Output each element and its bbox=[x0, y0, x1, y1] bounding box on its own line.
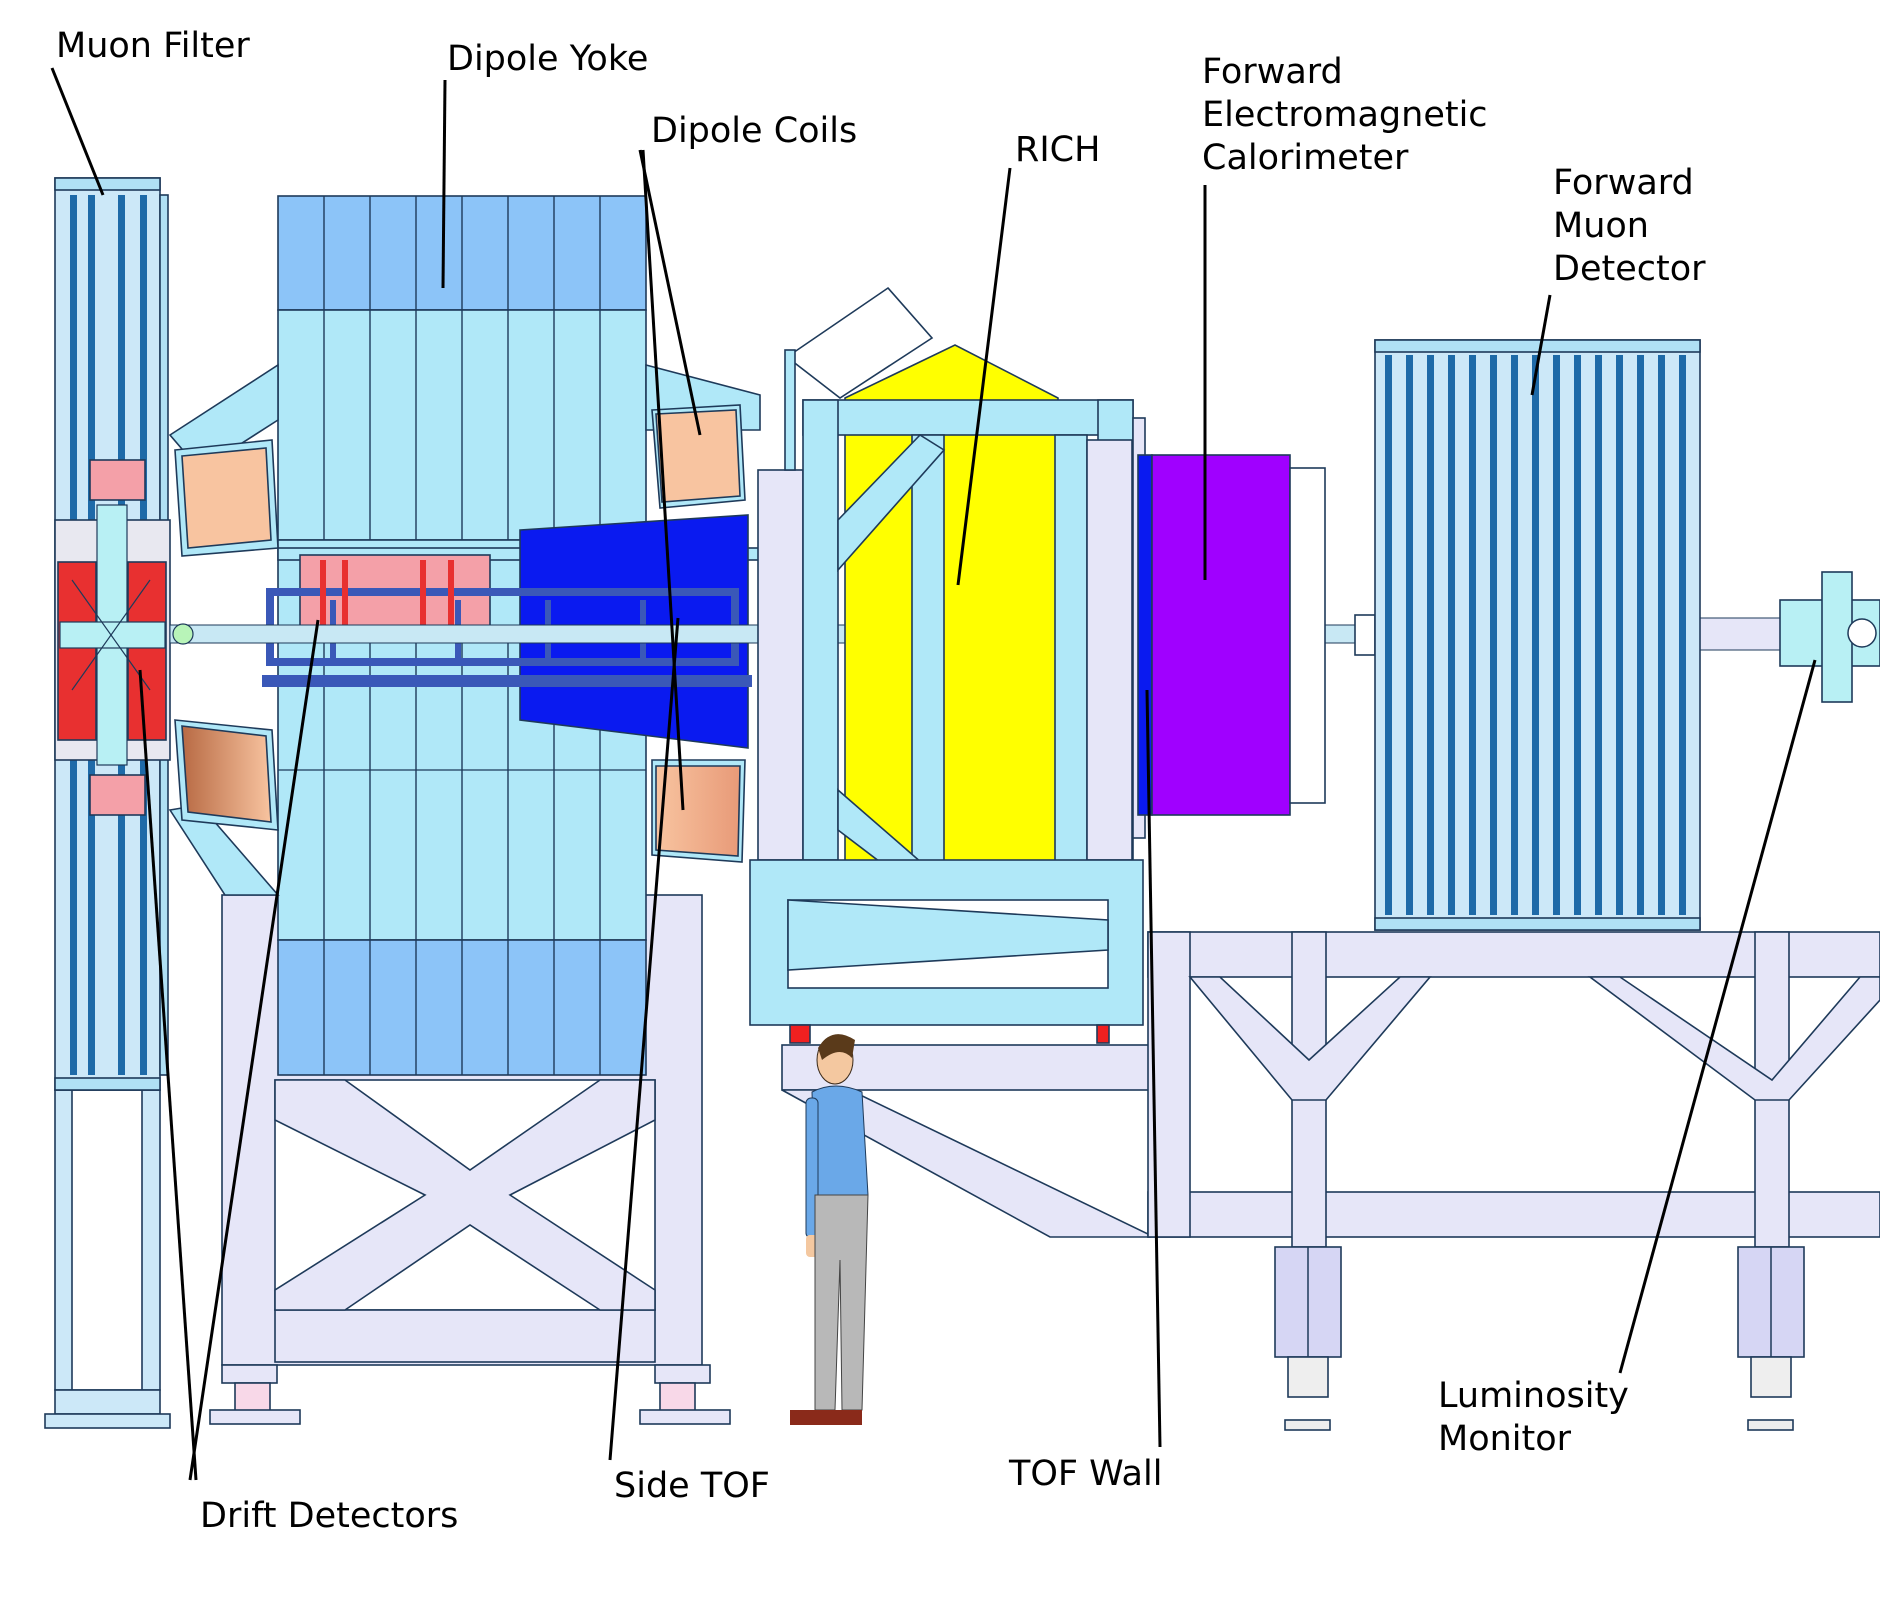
label-fmuon-line1: Forward bbox=[1553, 163, 1694, 203]
label-side-tof: Side TOF bbox=[614, 1466, 770, 1506]
leader-rich bbox=[956, 167, 1012, 586]
leader-dipole-coils-b bbox=[641, 149, 685, 811]
labels: Muon Filter Dipole Yoke Dipole Coils RIC… bbox=[56, 26, 1706, 1536]
luminosity-monitor bbox=[1779, 571, 1880, 703]
human-figure bbox=[790, 1034, 869, 1425]
muon-filter-stand bbox=[44, 1089, 171, 1429]
label-fecal-line3: Calorimeter bbox=[1202, 138, 1409, 178]
label-fecal-line1: Forward bbox=[1202, 52, 1343, 92]
leader-dipole-yoke bbox=[441, 79, 447, 289]
label-lumi-line1: Luminosity bbox=[1438, 1376, 1629, 1416]
label-lumi-line2: Monitor bbox=[1438, 1419, 1572, 1459]
leader-side-tof bbox=[608, 617, 680, 1461]
dipole-coils bbox=[174, 404, 746, 863]
label-muon-filter: Muon Filter bbox=[56, 26, 250, 66]
muon-filter bbox=[54, 177, 171, 1091]
forward-em-calorimeter bbox=[1151, 454, 1376, 816]
label-dipole-coils: Dipole Coils bbox=[651, 111, 857, 151]
label-drift-detectors: Drift Detectors bbox=[200, 1496, 458, 1536]
leader-lines bbox=[50, 67, 1817, 1481]
rich-support-frame bbox=[749, 859, 1144, 1044]
label-fmuon-line2: Muon bbox=[1553, 206, 1649, 246]
label-rich: RICH bbox=[1015, 130, 1100, 170]
leader-tof-wall bbox=[1145, 689, 1162, 1448]
leader-muon-filter bbox=[50, 67, 105, 196]
leader-fmuon bbox=[1530, 294, 1552, 396]
label-dipole-yoke: Dipole Yoke bbox=[447, 39, 648, 79]
label-fmuon-line3: Detector bbox=[1553, 249, 1706, 289]
leader-drift-b bbox=[138, 669, 198, 1481]
leader-dipole-coils-a bbox=[638, 149, 702, 436]
forward-muon-detector bbox=[1374, 339, 1701, 931]
leader-lumi bbox=[1618, 659, 1817, 1374]
label-fecal-line2: Electromagnetic bbox=[1202, 95, 1488, 135]
leader-drift-a bbox=[188, 619, 320, 1481]
label-tof-wall: TOF Wall bbox=[1008, 1454, 1162, 1494]
